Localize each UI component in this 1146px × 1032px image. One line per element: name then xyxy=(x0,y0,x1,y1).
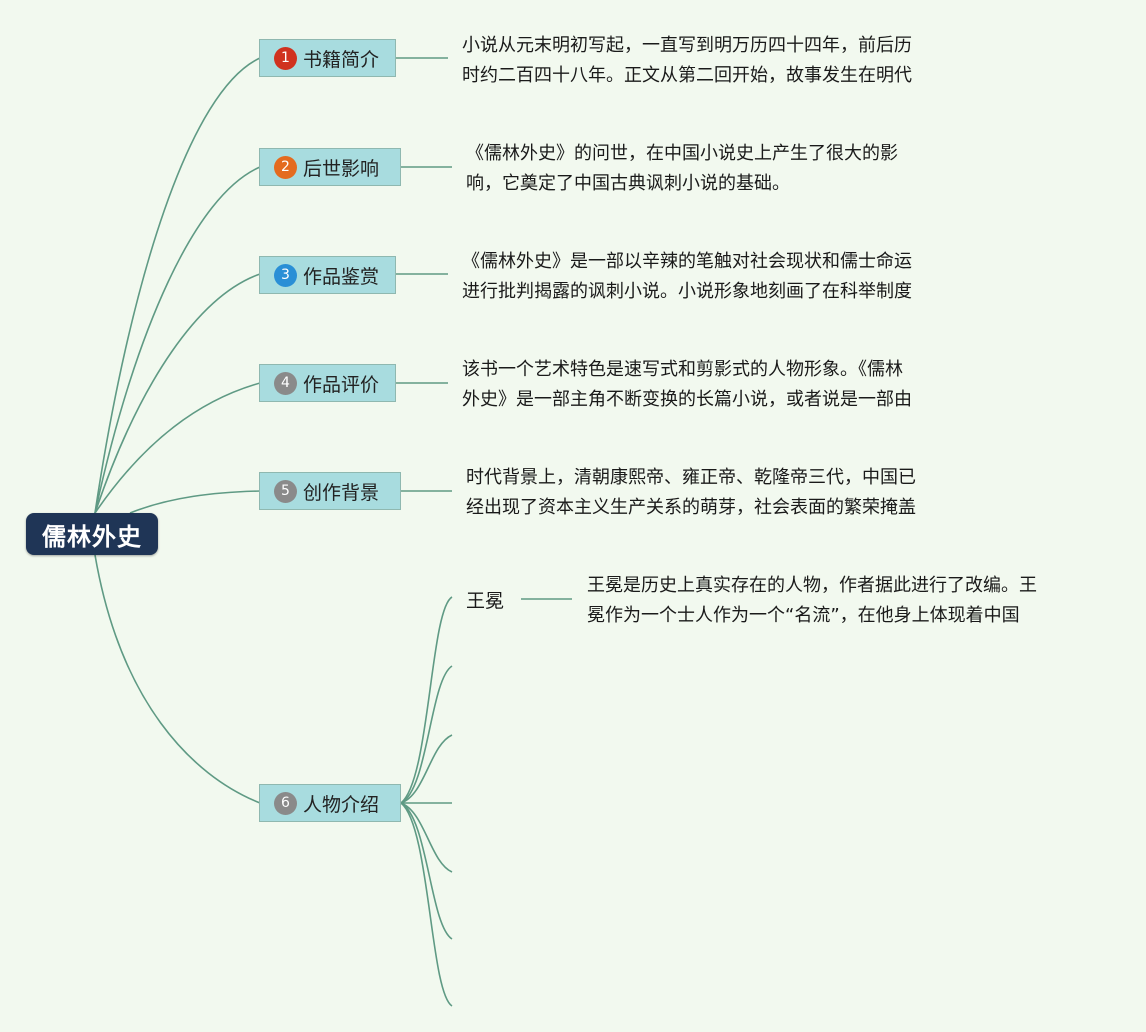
branch-node-influence[interactable]: 2 后世影响 xyxy=(259,148,401,186)
connector-character-2 xyxy=(400,665,453,804)
branch-description: 时代背景上，清朝康熙帝、雍正帝、乾隆帝三代，中国已 经出现了资本主义生产关系的萌… xyxy=(466,463,916,523)
connector-branch-4 xyxy=(94,382,261,514)
number-4-icon: 4 xyxy=(274,371,297,395)
branch-label: 后世影响 xyxy=(303,157,380,180)
description-line: 时约二百四十八年。正文从第二回开始，故事发生在明代 xyxy=(462,65,912,86)
connector-character-7 xyxy=(400,802,453,1007)
connector-character-1 xyxy=(400,596,453,804)
description-line: 冕作为一个士人作为一个“名流”，在他身上体现着中国 xyxy=(587,605,1020,626)
connector-character-3 xyxy=(400,734,453,804)
connector-branch-3 xyxy=(94,273,261,514)
branch-node-characters[interactable]: 6 人物介绍 xyxy=(259,784,401,822)
branch-node-appreciation[interactable]: 3 作品鉴赏 xyxy=(259,256,396,294)
branch-node-background[interactable]: 5 创作背景 xyxy=(259,472,401,510)
branch-description: 《儒林外史》的问世，在中国小说史上产生了很大的影 响，它奠定了中国古典讽刺小说的… xyxy=(466,139,898,199)
connector-branch-6 xyxy=(94,554,261,804)
description-line: 进行批判揭露的讽刺小说。小说形象地刻画了在科举制度 xyxy=(462,281,912,302)
number-1-icon: 1 xyxy=(274,46,297,70)
number-3-icon: 3 xyxy=(274,263,297,287)
branch-label: 创作背景 xyxy=(303,481,380,504)
branch-description: 《儒林外史》是一部以辛辣的笔触对社会现状和儒士命运 进行批判揭露的讽刺小说。小说… xyxy=(462,247,912,307)
branch-description: 小说从元末明初写起，一直写到明万历四十四年，前后历 时约二百四十八年。正文从第二… xyxy=(462,31,912,91)
connector-character-6 xyxy=(400,802,453,940)
description-line: 《儒林外史》是一部以辛辣的笔触对社会现状和儒士命运 xyxy=(462,251,912,272)
branch-label: 书籍简介 xyxy=(303,48,380,71)
number-5-icon: 5 xyxy=(274,479,297,503)
branch-label: 作品评价 xyxy=(303,373,380,396)
description-line: 响，它奠定了中国古典讽刺小说的基础。 xyxy=(466,173,790,194)
description-line: 《儒林外史》的问世，在中国小说史上产生了很大的影 xyxy=(466,143,898,164)
branch-node-evaluation[interactable]: 4 作品评价 xyxy=(259,364,396,402)
description-line: 外史》是一部主角不断变换的长篇小说，或者说是一部由 xyxy=(462,389,912,410)
number-6-icon: 6 xyxy=(274,791,297,815)
connector-branch-5 xyxy=(129,490,261,514)
character-description: 王冕是历史上真实存在的人物，作者据此进行了改编。王 冕作为一个士人作为一个“名流… xyxy=(587,571,1037,631)
connector-branch-2 xyxy=(94,166,261,514)
connector-branch-1 xyxy=(94,57,261,514)
description-line: 时代背景上，清朝康熙帝、雍正帝、乾隆帝三代，中国已 xyxy=(466,467,916,488)
description-line: 该书一个艺术特色是速写式和剪影式的人物形象。《儒林 xyxy=(462,359,903,380)
root-node[interactable]: 儒林外史 xyxy=(26,513,158,555)
description-line: 王冕是历史上真实存在的人物，作者据此进行了改编。王 xyxy=(587,575,1037,596)
branch-label: 人物介绍 xyxy=(303,793,380,816)
branch-node-book-intro[interactable]: 1 书籍简介 xyxy=(259,39,396,77)
character-node-wangmian[interactable]: 王冕 xyxy=(466,590,505,612)
description-line: 经出现了资本主义生产关系的萌芽，社会表面的繁荣掩盖 xyxy=(466,497,916,518)
number-2-icon: 2 xyxy=(274,155,297,179)
branch-label: 作品鉴赏 xyxy=(303,265,380,288)
connector-character-5 xyxy=(400,802,453,873)
root-label: 儒林外史 xyxy=(42,522,142,551)
description-line: 小说从元末明初写起，一直写到明万历四十四年，前后历 xyxy=(462,35,912,56)
branch-description: 该书一个艺术特色是速写式和剪影式的人物形象。《儒林 外史》是一部主角不断变换的长… xyxy=(462,355,912,415)
